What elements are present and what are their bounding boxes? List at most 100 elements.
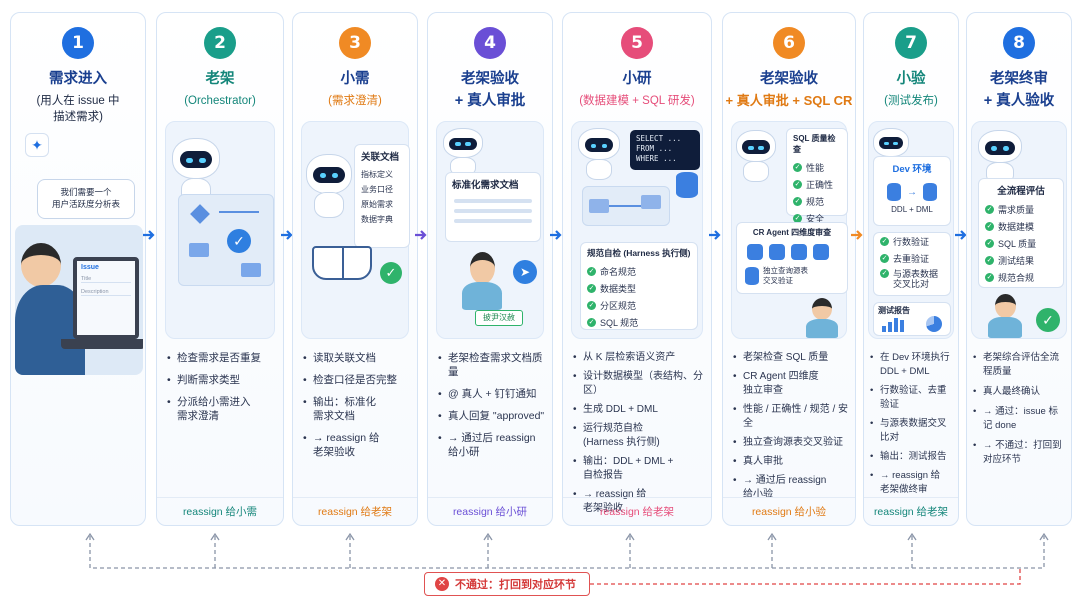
sql-line: WHERE ... bbox=[636, 154, 677, 163]
check-item-label: 分区规范 bbox=[600, 301, 637, 311]
issue-description-field: Description bbox=[81, 289, 131, 296]
stage-4-column: 4 老架验收 + 真人审批 标准化需求文档 ➤ 披尹汉赦 老架检查需求文档质量 … bbox=[427, 12, 553, 526]
stage-6-title-line2: + 真人审批 + SQL CR bbox=[725, 93, 853, 108]
check-item-label: 需求质量 bbox=[998, 205, 1035, 215]
stage-7-title: 小验 bbox=[896, 71, 926, 87]
check-item: ✓ 分区规范 bbox=[581, 297, 697, 314]
flow-arrow-6 bbox=[851, 230, 863, 240]
check-item-label: SQL 质量 bbox=[998, 239, 1037, 249]
full-evaluation-title: 全流程评估 bbox=[997, 186, 1045, 197]
open-book-icon bbox=[312, 246, 372, 280]
flow-arrow-5 bbox=[709, 230, 721, 240]
cross-validate-note: 独立查询源表 交叉验证 bbox=[763, 266, 808, 285]
user-person-illustration: Issue Title Description bbox=[15, 225, 143, 375]
check-item-label: 安全 bbox=[806, 214, 825, 224]
check-item-label: 数据建模 bbox=[998, 222, 1035, 232]
stage-2-number: 2 bbox=[204, 27, 236, 59]
stage-3-illustration: 关联文档 指标定义 业务口径 原始需求 数据字典 ✓ bbox=[301, 121, 410, 339]
bullet-item: → 通过后 reassign 给小验 bbox=[733, 474, 849, 502]
robot-icon bbox=[306, 154, 352, 218]
dev-env-note: DDL + DML bbox=[891, 205, 933, 214]
stage-7-column: 7 小验 (测试发布) Dev 环境 → DDL + DML ✓行数验证 ✓去重… bbox=[863, 12, 959, 526]
check-item-label: 测试结果 bbox=[998, 256, 1035, 266]
bullet-item: 在 Dev 环境执行 DDL + DML bbox=[870, 351, 952, 379]
bullet-item: 独立查询源表交叉验证 bbox=[733, 436, 849, 450]
sql-quality-title: SQL 质量检查 bbox=[793, 134, 836, 154]
stage-8-title-line2: + 真人验收 bbox=[983, 93, 1055, 109]
issue-title-field: Title bbox=[81, 276, 131, 283]
check-icon: ✓ bbox=[793, 197, 802, 206]
stage-4-number: 4 bbox=[474, 27, 506, 59]
check-icon: ✓ bbox=[587, 284, 596, 293]
check-item: ✓正确性 bbox=[787, 176, 847, 193]
standard-doc-title: 标准化需求文档 bbox=[452, 180, 519, 191]
stage-2-column: 2 老架 (Orchestrator) ✓ 检查需求是否重复 判断需求类型 分派… bbox=[156, 12, 284, 526]
feedback-reject-text: 不通过：打回到对应环节 bbox=[455, 579, 576, 591]
database-icon bbox=[923, 183, 937, 201]
stage-3-subtitle: (需求澄清) bbox=[328, 95, 382, 107]
check-icon: ✓ bbox=[880, 269, 889, 278]
bullet-item: @ 真人 + 钉钉通知 bbox=[438, 387, 546, 401]
cr-agent-title: CR Agent 四维度审查 bbox=[752, 228, 832, 237]
check-item-label: 去重验证 bbox=[893, 254, 930, 264]
bullet-item: 输出：测试报告 bbox=[870, 450, 952, 464]
stage-4-footer: reassign 给小研 bbox=[428, 497, 552, 525]
check-item-label: 性能 bbox=[806, 163, 825, 173]
stage-1-subtitle: (用人在 issue 中 描述需求) bbox=[36, 95, 120, 123]
check-icon: ✓ bbox=[587, 301, 596, 310]
sliders-icon bbox=[769, 244, 785, 260]
self-check-card: 规范自检 (Harness 执行侧) ✓命名规范 ✓数据类型 ✓分区规范 ✓SQ… bbox=[580, 242, 698, 330]
approval-badge: 披尹汉赦 bbox=[475, 310, 523, 326]
bar-chart-icon bbox=[882, 318, 904, 332]
stage-6-illustration: SQL 质量检查 ✓性能 ✓正确性 ✓规范 ✓安全 CR Agent 四维度审查… bbox=[731, 121, 848, 339]
sql-quality-card: SQL 质量检查 ✓性能 ✓正确性 ✓规范 ✓安全 bbox=[786, 128, 848, 224]
stage-1-number: 1 bbox=[62, 27, 94, 59]
sql-line: FROM ... bbox=[636, 144, 673, 153]
standard-doc-card: 标准化需求文档 bbox=[445, 172, 541, 242]
arrow-right-icon: → bbox=[907, 186, 917, 198]
check-badge-icon: ✓ bbox=[227, 229, 251, 253]
stage-3-number: 3 bbox=[339, 27, 371, 59]
check-item: ✓测试结果 bbox=[979, 252, 1063, 269]
check-item: ✓ 命名规范 bbox=[581, 263, 697, 280]
pie-chart-icon bbox=[926, 316, 942, 332]
sql-code-block: SELECT ... FROM ... WHERE ... bbox=[630, 130, 700, 170]
check-icon: ✓ bbox=[587, 267, 596, 276]
bullet-item: 行数验证、去重验证 bbox=[870, 384, 952, 412]
bullet-item: 老架检查 SQL 质量 bbox=[733, 351, 849, 365]
feedback-loop-lines bbox=[85, 532, 1049, 585]
dev-env-card: Dev 环境 → DDL + DML bbox=[873, 156, 951, 226]
check-item: ✓数据建模 bbox=[979, 218, 1063, 235]
check-item-label: 命名规范 bbox=[600, 267, 637, 277]
check-icon: ✓ bbox=[587, 318, 596, 327]
bullet-item: CR Agent 四维度 独立审查 bbox=[733, 370, 849, 398]
stage-5-title: 小研 bbox=[622, 71, 652, 87]
check-circle-icon: ✓ bbox=[1036, 308, 1060, 332]
stage-2-footer: reassign 给小需 bbox=[157, 497, 283, 525]
check-item-label: 与源表数据 交叉比对 bbox=[893, 269, 939, 289]
workflow-diagram-card: ✓ bbox=[178, 194, 274, 286]
human-approver-avatar bbox=[984, 294, 1026, 338]
check-icon: ✓ bbox=[985, 273, 994, 282]
check-item: ✓SQL 质量 bbox=[979, 235, 1063, 252]
stage-5-bullets: 从 K 层检索语义资产 设计数据模型（表结构、分区） 生成 DDL + DML … bbox=[573, 351, 705, 521]
sql-line: SELECT ... bbox=[636, 134, 682, 143]
related-docs-title: 关联文档 bbox=[361, 152, 400, 163]
stage-1-column: 1 需求进入 (用人在 issue 中 描述需求) ✦ 我们需要一个 用户活跃度… bbox=[10, 12, 146, 526]
check-item: ✓SQL 规范 bbox=[581, 314, 697, 331]
laptop-screen: Issue Title Description bbox=[73, 257, 139, 339]
bullet-item: 真人回复 "approved" bbox=[438, 409, 546, 423]
check-item: ✓行数验证 bbox=[874, 233, 950, 250]
stage-3-bullets: 读取关联文档 检查口径是否完整 输出：标准化 需求文档 → reassign 给… bbox=[303, 351, 411, 467]
bullet-item: → 通过：issue 标记 done bbox=[973, 405, 1065, 433]
check-item: ✓ 数据类型 bbox=[581, 280, 697, 297]
human-approver-avatar bbox=[457, 252, 507, 310]
stage-7-number: 7 bbox=[895, 27, 927, 59]
stage-8-column: 8 老架终审 + 真人验收 全流程评估 ✓需求质量 ✓数据建模 ✓SQL 质量 … bbox=[966, 12, 1072, 526]
stage-4-title-line2: + 真人审批 bbox=[454, 93, 526, 109]
check-icon: ✓ bbox=[985, 205, 994, 214]
stage-4-illustration: 标准化需求文档 ➤ 披尹汉赦 bbox=[436, 121, 544, 339]
stage-8-illustration: 全流程评估 ✓需求质量 ✓数据建模 ✓SQL 质量 ✓测试结果 ✓规范合规 ✓ bbox=[971, 121, 1067, 339]
robot-icon bbox=[443, 128, 483, 176]
check-item-label: 数据类型 bbox=[600, 284, 637, 294]
